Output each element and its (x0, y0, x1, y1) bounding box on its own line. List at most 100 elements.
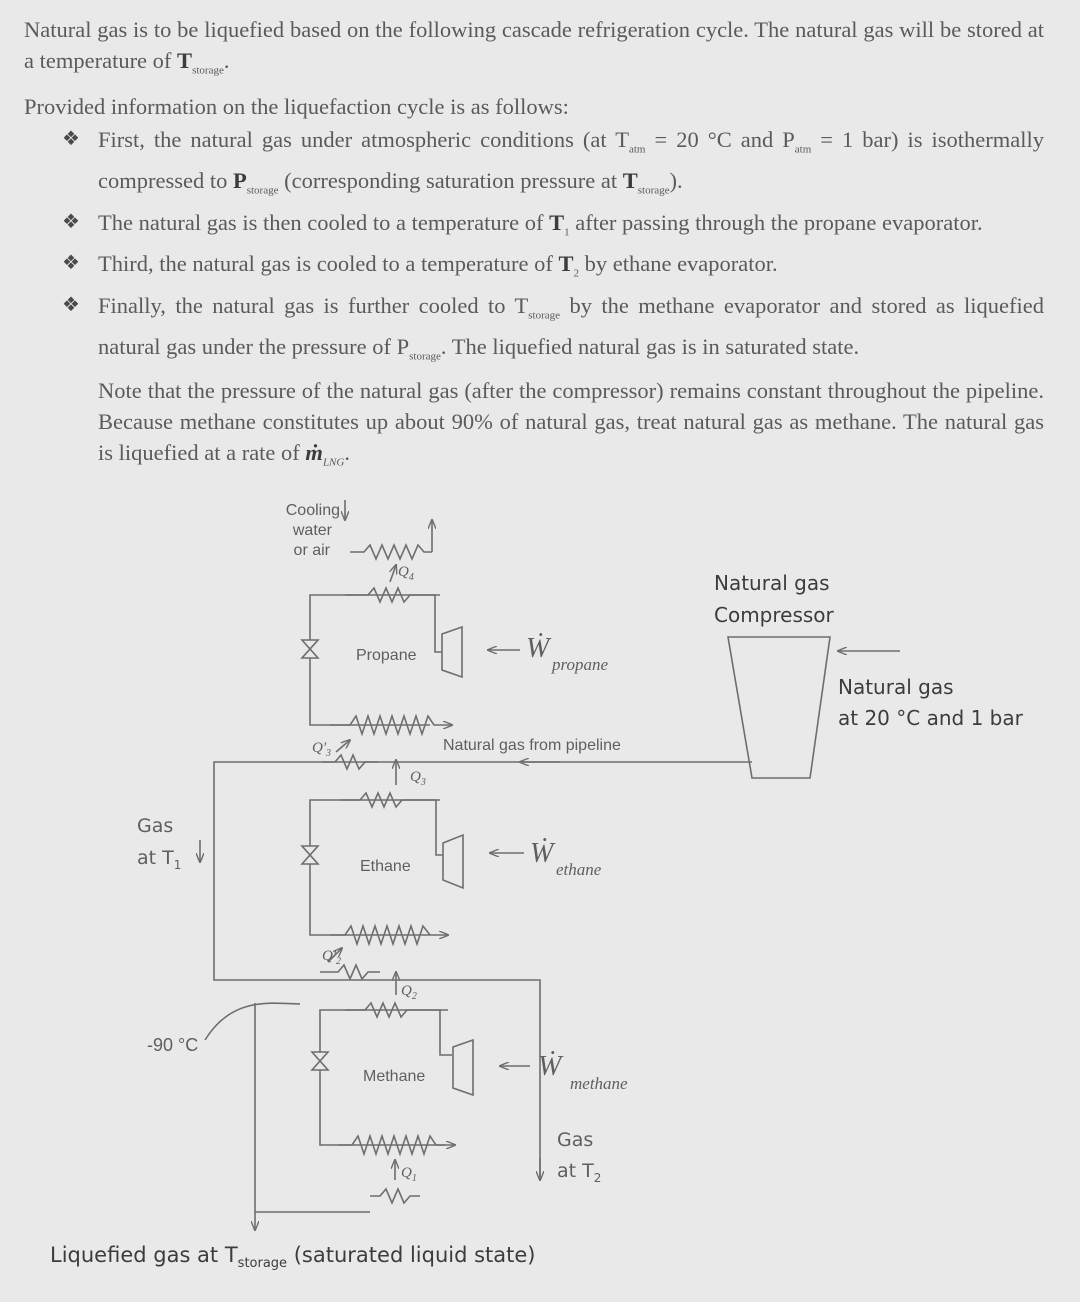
natural-gas-path (200, 636, 900, 1230)
gas-t2-label-line1: Gas (557, 1129, 593, 1151)
methane-condenser-coil (345, 1000, 448, 1020)
p-storage-subscript: storage (246, 184, 279, 197)
liquefied-gas-caption: Liquefied gas at Tstorage (saturated liq… (50, 1243, 535, 1271)
liquefied-subscript: storage (237, 1256, 288, 1272)
methane-evaporator-coil (338, 1133, 455, 1157)
cooling-label-line2: water (292, 522, 333, 539)
ethane-evaporator-coil (330, 923, 448, 947)
methane-expansion-valve-icon (310, 1051, 330, 1071)
ethane-condenser-coil (340, 790, 440, 810)
note-text: Note that the pressure of the natural ga… (98, 377, 1044, 465)
note-end: . (344, 439, 350, 465)
step-4-text-b: by the methane evaporator and stored as … (98, 292, 1044, 360)
ng-compressor-label-line2: Compressor (714, 603, 835, 627)
methane-storage-coil (370, 1186, 420, 1206)
step-1-text-b: = 20 °C and P (645, 126, 795, 152)
t-storage-subscript: storage (192, 64, 224, 77)
q2-prime-arrow (327, 948, 342, 963)
diamond-bullet-icon: ❖ (62, 210, 80, 233)
cascade-refrigeration-diagram: Cooling water or air Q4 Q3 Q'3 Q2 Q'2 Q1… (137, 500, 1024, 1240)
t-storage-symbol-2: T (622, 168, 638, 193)
p-storage-symbol: P (232, 168, 247, 193)
w-ethane-subscript: ethane (556, 860, 602, 879)
intro-paragraph: Natural gas is to be liquefied based on … (24, 14, 1044, 87)
intro-end: . (223, 48, 230, 73)
gas-t1-label-line1: Gas (137, 815, 173, 837)
step-4-sub-storage-2: storage (409, 350, 441, 363)
w-propane-symbol: Ẇ (526, 633, 552, 664)
step-4-text-a: Finally, the natural gas is further cool… (98, 292, 529, 318)
diamond-bullet-icon: ❖ (62, 252, 80, 274)
ng-compressor-label-line1: Natural gas (714, 571, 830, 595)
gas-t1-label-line2: at T1 (137, 847, 181, 872)
propane-loop (300, 585, 520, 737)
natural-gas-compressor (727, 636, 831, 779)
methane-precool-coil (320, 962, 380, 982)
m-dot-symbol: ṁ (305, 439, 323, 465)
propane-label: Propane (356, 647, 417, 664)
t1-symbol: T (549, 209, 565, 235)
step-1-text-e: ). (669, 168, 683, 193)
ethane-loop (300, 740, 524, 947)
q3-prime-label: Q'3 (312, 740, 331, 759)
step-1-text-c: = 1 bar) is isothermally compressed to (98, 126, 1044, 194)
propane-evaporator-coil (330, 713, 452, 737)
liquefied-text-a: Liquefied gas at T (50, 1243, 238, 1267)
cooling-label-line1: Cooling (286, 502, 340, 519)
q3-label: Q3 (410, 769, 426, 788)
cooling-water-stream (345, 500, 432, 583)
cooling-water-coil (350, 542, 432, 562)
ng-pipeline-line (213, 761, 752, 1178)
step-3-text-a: Third, the natural gas is cooled to a te… (98, 251, 559, 276)
t-storage-symbol: T (177, 48, 193, 73)
step-3-text-b: by ethane evaporator. (578, 251, 778, 276)
minus90-pointer (204, 1002, 301, 1041)
problem-text: Natural gas is to be liquefied based on … (24, 14, 1044, 478)
step-1-text-d: (corresponding saturation pressure at (278, 168, 623, 193)
step-4-sub-storage-1: storage (528, 309, 561, 321)
step-2: ❖ The natural gas is then cooled to a tem… (62, 207, 1044, 249)
ng-inlet-label-line1: Natural gas (838, 675, 954, 699)
methane-compressor (452, 1038, 474, 1097)
cooling-label-line3: or air (294, 542, 331, 559)
methane-loop (310, 948, 530, 1206)
gas-t2-label-line2: at T2 (557, 1160, 601, 1185)
w-ethane-symbol: Ẇ (530, 838, 556, 869)
q4-label: Q4 (398, 564, 414, 583)
note-paragraph: Note that the pressure of the natural ga… (98, 375, 1044, 479)
step-2-text-a: The natural gas is then cooled to a temp… (98, 209, 550, 235)
t2-symbol: T (558, 251, 574, 276)
w-propane-subscript: propane (551, 655, 608, 674)
ethane-compressor (442, 833, 464, 890)
liquefied-text-b: (saturated liquid state) (287, 1243, 536, 1267)
q1-label: Q1 (401, 1165, 417, 1184)
provided-heading: Provided information on the liquefaction… (24, 93, 569, 119)
diamond-bullet-icon: ❖ (62, 293, 80, 316)
ethane-label: Ethane (360, 858, 411, 875)
ng-inlet-label-line2: at 20 °C and 1 bar (838, 706, 1024, 730)
propane-expansion-valve-icon (300, 639, 320, 659)
step-1: ❖ First, the natural gas under atmospheri… (62, 124, 1044, 207)
lng-subscript: LNG (322, 456, 345, 468)
step-4-text-c: . The liquefied natural gas is in satura… (440, 334, 860, 359)
step-1-sub-atm-1: atm (628, 143, 646, 155)
q2-prime-label: Q'2 (322, 948, 341, 967)
propane-compressor (441, 625, 463, 679)
cycle-steps-list: ❖ First, the natural gas under atmospheri… (24, 124, 1044, 373)
w-methane-symbol: Ẇ (538, 1051, 564, 1082)
ng-pipeline-label: Natural gas from pipeline (443, 737, 621, 754)
t2-subscript: 2 (573, 267, 579, 280)
step-3: ❖ Third, the natural gas is cooled to a t… (62, 248, 1044, 290)
w-methane-subscript: methane (570, 1074, 628, 1093)
q2-label: Q2 (401, 983, 417, 1002)
step-2-text-b: after passing through the propane evapor… (569, 209, 983, 235)
ethane-expansion-valve-icon (300, 845, 320, 865)
diamond-bullet-icon: ❖ (62, 127, 80, 150)
methane-label: Methane (363, 1068, 425, 1085)
intro-text: Natural gas is to be liquefied based on … (24, 17, 1044, 73)
minus90-label: -90 °C (147, 1035, 198, 1055)
step-1-text-a: First, the natural gas under atmospheric… (98, 126, 629, 152)
step-4: ❖ Finally, the natural gas is further coo… (62, 290, 1044, 373)
t-storage-subscript-2: storage (637, 184, 670, 197)
q4-arrow (390, 565, 396, 583)
